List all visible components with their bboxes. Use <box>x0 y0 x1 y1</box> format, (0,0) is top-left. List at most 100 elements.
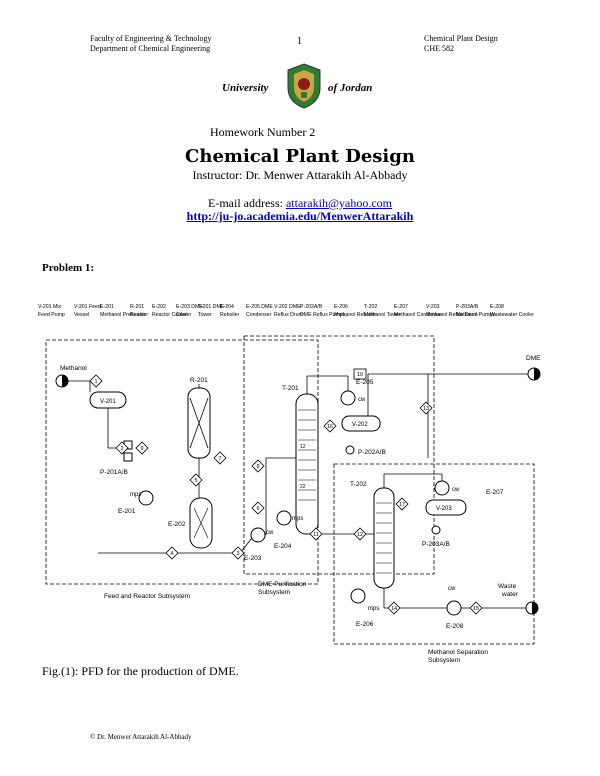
stream-tag-16: 16 <box>323 419 337 433</box>
methanol-section-label-1: Methanol Separation <box>428 649 488 656</box>
exchanger-e204 <box>276 510 292 526</box>
email-link[interactable]: attarakih@yahoo.com <box>285 196 392 210</box>
equipment-label-1-l2: Vessel <box>74 312 89 318</box>
equipment-label-12-l1: T-202 <box>364 304 377 310</box>
equipment-label-12-l2: Methanol Tower <box>364 312 401 318</box>
equipment-label-4-l2: Reactor Cooler <box>152 312 187 318</box>
t201-label: T-201 <box>282 385 299 392</box>
cw-label-3: cw <box>452 487 460 493</box>
equipment-label-9-l2: Reflux Drum <box>274 312 303 318</box>
stream-tag-7: 7 <box>213 451 227 465</box>
dme-section-label-1: DME Purification <box>258 581 307 588</box>
course-title: Chemical Plant Design <box>185 146 415 167</box>
r201-label: R-201 <box>190 377 208 384</box>
stream-tag-13: 13 <box>419 401 433 415</box>
v201-label: V-201 <box>100 399 116 405</box>
copyright-footer: © Dr. Menwer Attarakih Al-Abbady <box>90 733 192 741</box>
mps-label-1: mps <box>130 492 141 498</box>
methanol-feed-label: Methanol <box>60 365 87 372</box>
t202-label: T-202 <box>350 481 367 488</box>
equipment-label-4-l1: E-202 <box>152 304 166 310</box>
header-left: Faculty of Engineering & Technology Depa… <box>90 34 212 54</box>
e202-label: E-202 <box>168 521 186 528</box>
equipment-label-13-l1: E-207 <box>394 304 408 310</box>
stream-tag-3: 3 <box>231 546 245 560</box>
equipment-label-0-l2: Feed Pump <box>38 312 65 318</box>
university-logo: University of Jordan <box>222 62 382 112</box>
email-line: E-mail address: attarakih@yahoo.com <box>0 196 600 211</box>
stream-tag-11: 11 <box>309 527 323 541</box>
wastewater-label-1: Waste <box>498 583 517 590</box>
pump-p203 <box>431 525 441 535</box>
stream-tag-12: 12 <box>353 527 367 541</box>
equipment-label-5-l2: Cooler <box>176 312 192 318</box>
stream-number: 1 <box>94 379 97 385</box>
e205-label: E-205 <box>356 379 374 386</box>
v203-label: V-203 <box>436 506 452 512</box>
equipment-label-15-l2: Methanol Pumps <box>456 312 495 318</box>
equipment-label-8-l2: Condenser <box>246 312 272 318</box>
email-label: E-mail address: <box>208 196 286 210</box>
wastewater-label-2: water <box>501 591 519 598</box>
tower-t201 <box>295 393 319 535</box>
equipment-label-3-l1: R-201 <box>130 304 144 310</box>
dme-section-label-2: Subsystem <box>258 589 290 596</box>
url-line: http://ju-jo.academia.edu/MenwerAttaraki… <box>0 209 600 224</box>
stream-number: 12 <box>357 532 363 538</box>
equipment-label-6-l1: T-201 DME <box>198 304 225 310</box>
methanol-section-label-2: Subsystem <box>428 657 460 664</box>
stream-number: 17 <box>399 502 405 508</box>
tray-12-label: 12 <box>300 444 306 450</box>
homework-title: Homework Number 2 <box>210 125 316 139</box>
stream-tag-4: 4 <box>165 546 179 560</box>
stream-number: 5 <box>194 478 197 484</box>
problem-label: Problem 1: <box>42 262 95 274</box>
stream-tag-15: 15 <box>469 601 483 615</box>
course-name-text: Chemical Plant Design <box>424 34 498 43</box>
header-right: Chemical Plant Design CHE 582 <box>424 34 498 54</box>
logo-jordan-word: of Jordan <box>328 82 373 94</box>
page-number: 1 <box>297 36 302 47</box>
stream-number: 3 <box>236 551 239 557</box>
figure-caption: Fig.(1): PFD for the production of DME. <box>42 664 239 678</box>
e201-label: E-201 <box>118 508 136 515</box>
equipment-label-16-l1: E-208 <box>490 304 504 310</box>
stream-tag-6: 6 <box>251 501 265 515</box>
equipment-label-15-l1: P-203A/B <box>456 304 479 310</box>
e203-label: E-203 <box>244 555 262 562</box>
cw-label-2: cw <box>358 397 366 403</box>
equipment-label-7-l2: Reboiler <box>220 312 240 318</box>
equipment-label-11-l2: Methanol Reboiler <box>334 312 376 318</box>
stream-number: 7 <box>218 456 221 462</box>
p203-label: P-203A/B <box>422 541 450 548</box>
stream-number: 2 <box>120 446 123 452</box>
equipment-label-1-l1: V-201 Feed <box>74 304 101 310</box>
equipment-label-14-l2: Methanol Reflux Drum <box>426 312 478 318</box>
stream-number: 8 <box>256 464 259 470</box>
feed-section-label: Feed and Reactor Subsystem <box>104 593 190 600</box>
vessel-v203 <box>425 499 467 516</box>
stream-tag-17: 17 <box>395 497 409 511</box>
stream-tag-9: 9 <box>135 441 149 455</box>
exchanger-e201 <box>138 490 154 506</box>
methanol-separation-boundary <box>333 463 535 645</box>
pump-p202 <box>345 445 355 455</box>
v202-label: V-202 <box>352 422 368 428</box>
stream-tag-5: 5 <box>189 473 203 487</box>
faculty-text: Faculty of Engineering & Technology <box>90 34 212 43</box>
stream-number: 10 <box>357 372 363 378</box>
exchanger-e206 <box>350 588 366 604</box>
exchanger-e207 <box>434 480 450 496</box>
vessel-v202 <box>341 415 381 432</box>
instructor-line: Instructor: Dr. Menwer Attarakih Al-Abba… <box>192 168 408 182</box>
stream-number: 11 <box>313 532 319 538</box>
mps-label-3: mps <box>368 606 379 612</box>
stream-tag-8: 8 <box>251 459 265 473</box>
equipment-label-10-l2: DME Reflux Pumps <box>300 312 346 318</box>
academia-link[interactable]: http://ju-jo.academia.edu/MenwerAttaraki… <box>186 209 414 223</box>
cw-label-1: cw <box>266 530 274 536</box>
department-text: Department of Chemical Engineering <box>90 44 211 53</box>
stream-number: 9 <box>140 446 143 452</box>
